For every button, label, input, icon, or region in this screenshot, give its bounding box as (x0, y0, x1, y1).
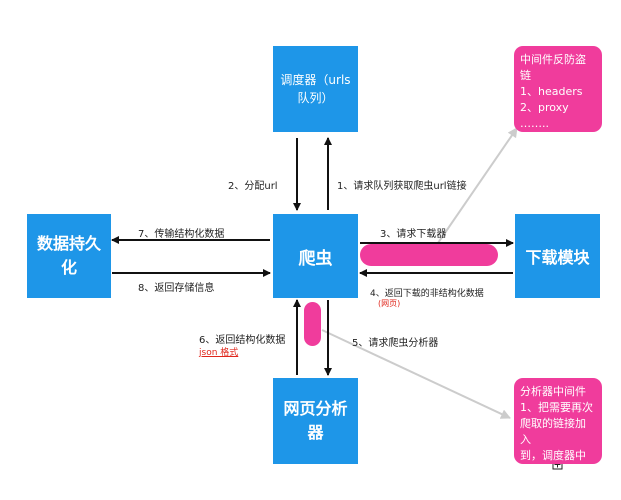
spider-node[interactable]: 爬虫 (273, 214, 358, 298)
highlight-download-flow (360, 244, 498, 266)
downloader-label: 下载模块 (525, 248, 590, 267)
parser-node[interactable]: 网页分析 器 (273, 378, 358, 464)
label-request-queue: 1、请求队列获取爬虫url链接 (337, 181, 467, 192)
label-transfer-structured: 7、传输结构化数据 (138, 229, 225, 240)
downloader-node[interactable]: 下载模块 (515, 214, 600, 298)
leader-line-anti (437, 127, 518, 244)
parser-label: 网页分析 器 (283, 399, 348, 442)
label-request-downloader: 3、请求下载器 (380, 229, 447, 240)
parser-middleware-note: 分析器中间件 1、把需要再次 爬取的链接加入 到，调度器中 (514, 378, 602, 464)
spider-label: 爬虫 (298, 248, 333, 269)
label-allocate-url: 2、分配url (228, 181, 278, 192)
label-json-format: json 格式 (199, 348, 239, 358)
label-request-parser: 5、请求爬虫分析器 (352, 338, 439, 349)
label-webpage-note: (网页) (378, 299, 401, 308)
label-return-structured: 6、返回结构化数据 (199, 335, 286, 346)
anti-leech-middleware-note: 中间件反防盗 链 1、headers 2、proxy …….. (514, 46, 602, 132)
storage-label: 数据持久 化 (36, 234, 101, 277)
scheduler-node[interactable]: 调度器（urls 队列） (273, 46, 358, 132)
leader-line-parser (321, 329, 511, 419)
storage-node[interactable]: 数据持久 化 (27, 214, 111, 298)
highlight-parse-flow (304, 302, 321, 346)
scheduler-label: 调度器（urls 队列） (280, 73, 351, 105)
label-return-unstructured: 4、返回下载的非结构化数据 (370, 289, 484, 299)
label-return-storage: 8、返回存储信息 (138, 283, 215, 294)
